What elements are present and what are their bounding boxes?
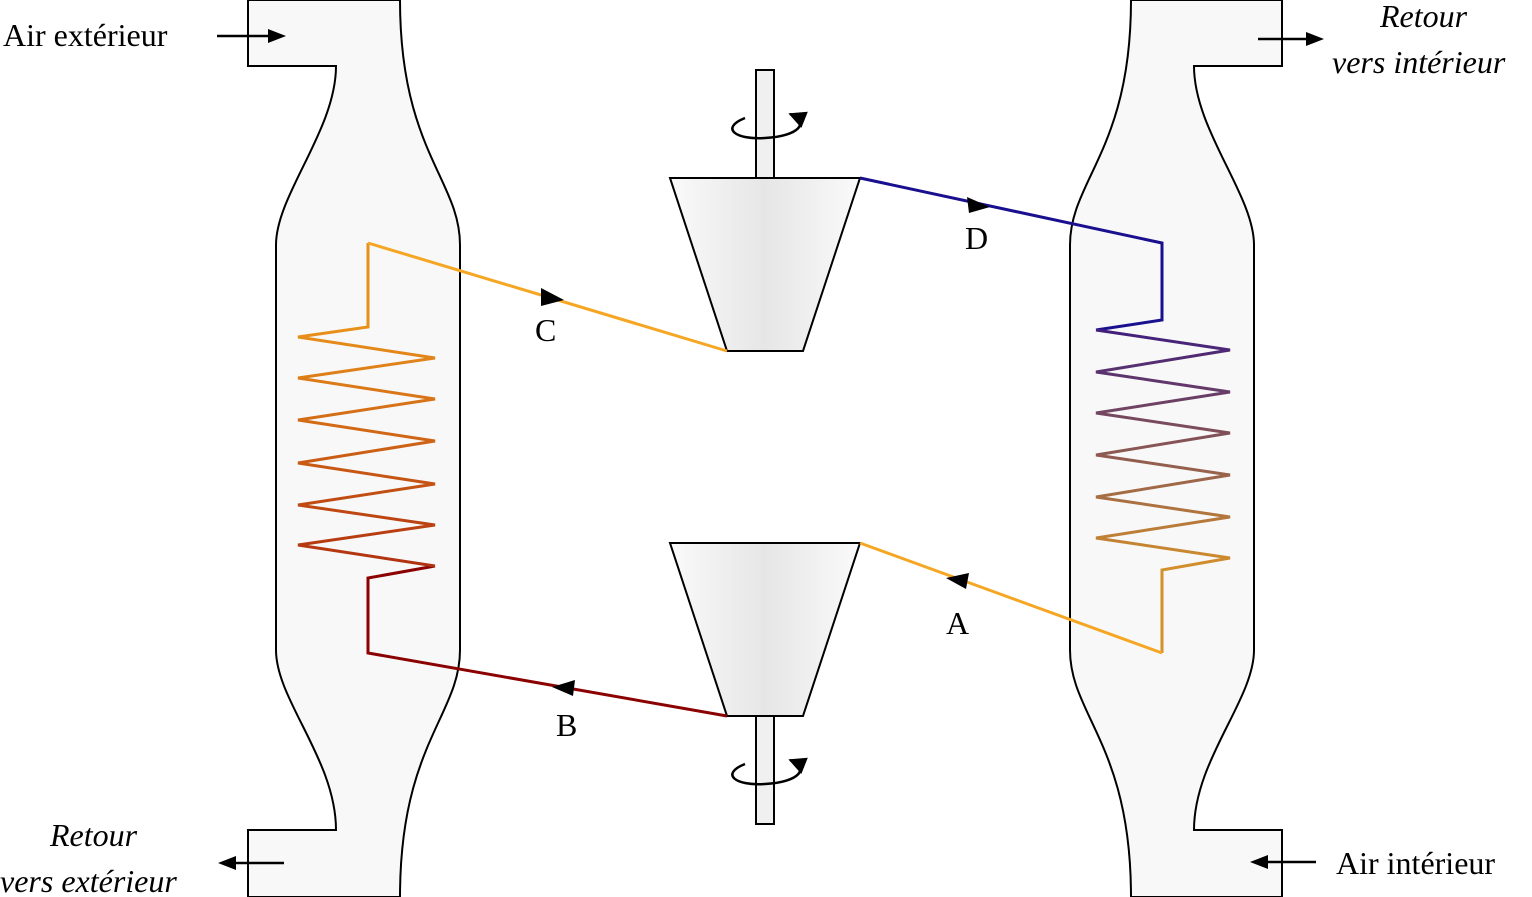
flow-arrow-d-icon [967, 197, 990, 213]
right-heat-exchanger-duct [1069, 0, 1283, 897]
point-b-label: B [556, 707, 577, 743]
pipe-a [859, 541, 1163, 655]
pipe-d [859, 176, 1164, 332]
retour-exterieur-label-line1: Retour [49, 817, 138, 853]
air-out-interior-arrow-icon [1258, 32, 1324, 46]
pipe-b [366, 564, 728, 718]
retour-interieur-label-line1: Retour [1379, 0, 1468, 34]
top-rotation-arrow-icon [731, 111, 808, 140]
bottom-expander [668, 542, 862, 717]
point-a-label: A [946, 605, 969, 641]
flow-arrow-a-icon [946, 573, 969, 589]
air-in-arrow-icon [217, 29, 286, 43]
left-heat-exchanger-duct [247, 0, 461, 897]
bottom-shaft [755, 715, 775, 825]
left-coil [297, 243, 436, 568]
retour-exterieur-label-line2: vers extérieur [0, 863, 177, 897]
flow-arrow-b-icon [552, 680, 575, 696]
retour-interieur-label-line2: vers intérieur [1332, 44, 1506, 80]
point-d-label: D [965, 220, 988, 256]
point-c-label: C [535, 312, 556, 348]
air-out-exterior-arrow-icon [218, 856, 284, 870]
right-coil [1095, 328, 1231, 653]
bottom-rotation-arrow-icon [731, 757, 808, 786]
top-shaft [755, 69, 775, 179]
air-interieur-label: Air intérieur [1336, 845, 1495, 881]
flow-arrow-c-icon [541, 288, 564, 306]
air-exterieur-label: Air extérieur [3, 17, 168, 53]
air-in-interior-arrow-icon [1250, 855, 1316, 869]
top-compressor [668, 177, 862, 352]
